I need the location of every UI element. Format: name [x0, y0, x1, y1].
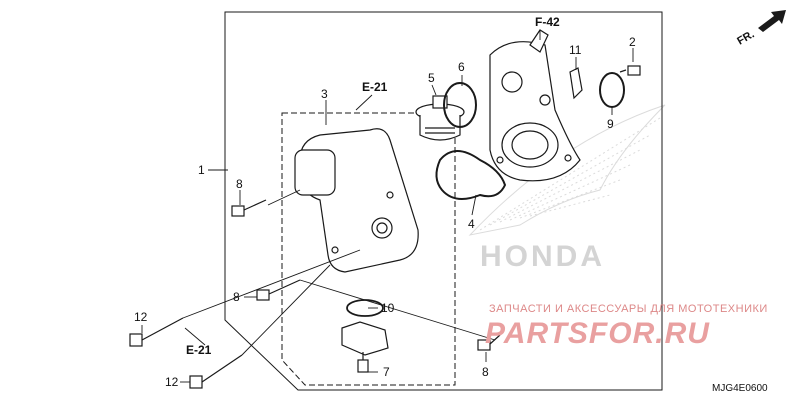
watermark-logo: PARTSFOR.RU [485, 317, 710, 350]
thermostat-housing-illustration [489, 29, 581, 182]
callout-12-upper: 12 [134, 310, 148, 324]
callout-7: 7 [383, 365, 390, 379]
cover-plate-illustration [341, 321, 389, 356]
clip-11-illustration [569, 67, 583, 100]
thermostat-illustration [415, 95, 465, 141]
callout-1: 1 [198, 163, 205, 177]
o-ring-6-illustration [443, 82, 477, 128]
bolt-8-middle-illustration [256, 279, 301, 301]
callout-5: 5 [428, 71, 435, 85]
callout-8-top: 8 [236, 177, 243, 191]
reference-f42: F-42 [535, 15, 560, 29]
reference-e21-top: E-21 [362, 80, 388, 94]
bolt-12-upper-illustration [129, 317, 184, 347]
bolt-8-right-illustration [477, 334, 501, 351]
reference-e21-bottom: E-21 [186, 343, 212, 357]
bolt-8-top-illustration [231, 199, 267, 217]
assembly-boundary-outline [224, 11, 663, 391]
watermark-caption: ЗАПЧАСТИ И АКСЕССУАРЫ ДЛЯ МОТОТЕХНИКИ [489, 303, 768, 315]
leader-lines [141, 30, 634, 383]
callout-8-middle: 8 [233, 290, 240, 304]
screw-7-illustration [357, 352, 369, 373]
callout-10: 10 [381, 301, 395, 315]
callout-2: 2 [629, 35, 636, 49]
water-pump-cover-illustration [294, 128, 419, 273]
bolt-2-illustration [619, 65, 641, 76]
callout-9: 9 [607, 117, 614, 131]
front-arrow-icon [758, 10, 786, 32]
callout-4: 4 [468, 217, 475, 231]
honda-wing-watermark [468, 104, 666, 236]
honda-brand-watermark: HONDA [480, 240, 605, 273]
callout-8-right: 8 [482, 365, 489, 379]
gasket-4-illustration [435, 150, 507, 200]
bolt-12-lower-illustration [189, 354, 243, 389]
callout-11: 11 [569, 43, 582, 57]
diagram-code: MJG4E0600 [712, 383, 768, 394]
callout-6: 6 [458, 60, 465, 74]
callout-3: 3 [321, 87, 328, 101]
callout-12-lower: 12 [165, 375, 179, 389]
o-ring-9-illustration [599, 72, 625, 108]
